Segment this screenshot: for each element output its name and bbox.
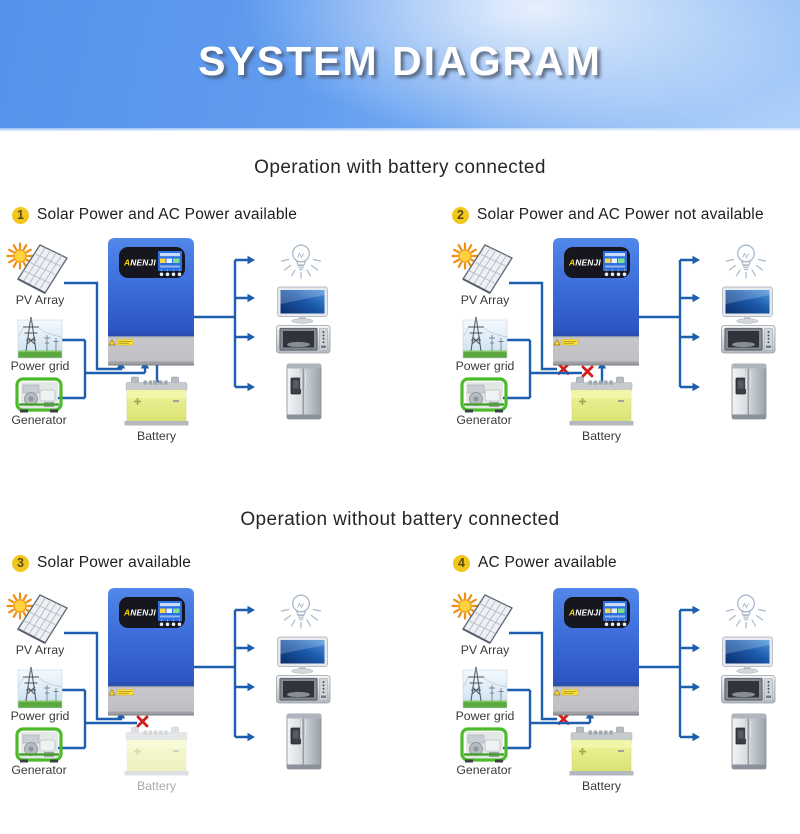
diagram-scenario-4: PV Array Power grid <box>445 582 785 802</box>
scenario-4-number-badge: 4 <box>453 554 470 572</box>
fridge-icon <box>731 363 767 420</box>
pv-array-label: PV Array <box>16 643 65 657</box>
bulb-icon <box>725 244 767 279</box>
scenario-2-number-badge: 2 <box>452 206 469 224</box>
inverter: ANENJI <box>108 588 194 716</box>
generator-label: Generator <box>11 413 66 427</box>
inverter-buttons <box>159 269 182 277</box>
inverter-display <box>157 250 183 272</box>
warning-sticker <box>553 688 579 696</box>
warning-sticker <box>108 338 134 346</box>
output-line <box>639 255 700 392</box>
output-line <box>194 255 255 392</box>
generator-icon <box>15 377 63 413</box>
output-line <box>194 605 255 742</box>
battery-label: Battery <box>137 429 177 443</box>
inverter-display <box>602 250 628 272</box>
anenji-logo: ANENJI <box>568 258 601 268</box>
output-line <box>639 605 700 742</box>
inverter: ANENJI <box>108 238 194 366</box>
generator-icon <box>15 727 63 763</box>
sun-icon <box>451 592 479 620</box>
scenario-4-title: AC Power available <box>478 554 617 571</box>
x-mark <box>581 365 594 378</box>
diagram-scenario-3: PV Array Power grid <box>0 582 340 802</box>
bulb-icon <box>280 244 322 279</box>
tv-icon <box>277 286 328 324</box>
scenario-4-heading: 4 AC Power available <box>453 553 617 573</box>
inverter-display <box>157 600 183 622</box>
power-grid-label: Power grid <box>456 359 515 373</box>
solar-panel-icon <box>462 594 513 644</box>
microwave-icon <box>276 325 331 354</box>
anenji-logo: ANENJI <box>123 258 156 268</box>
solar-panel-icon <box>462 244 513 294</box>
inverter: ANENJI <box>553 238 639 366</box>
bulb-icon <box>725 594 767 629</box>
solar-panel-icon <box>17 594 68 644</box>
solar-panel-icon <box>17 244 68 294</box>
fridge-icon <box>286 713 322 770</box>
microwave-icon <box>721 325 776 354</box>
diagram-scenario-2: PV Array Power grid <box>445 232 785 452</box>
fridge-icon <box>286 363 322 420</box>
banner: SYSTEM DIAGRAM <box>0 0 800 132</box>
power-grid-image <box>462 316 508 359</box>
scenario-1-number-badge: 1 <box>12 206 29 224</box>
inverter: ANENJI <box>553 588 639 716</box>
generator-label: Generator <box>11 763 66 777</box>
tv-icon <box>722 286 773 324</box>
scenario-1-title: Solar Power and AC Power available <box>37 206 298 223</box>
scenario-3-number-badge: 3 <box>12 554 29 572</box>
tv-icon <box>277 636 328 674</box>
section-title-with-battery: Operation with battery connected <box>254 157 546 178</box>
warning-sticker <box>553 338 579 346</box>
generator-label: Generator <box>456 413 511 427</box>
scenario-2-heading: 2 Solar Power and AC Power not available <box>452 205 764 225</box>
fridge-icon <box>731 713 767 770</box>
section-title-without-battery: Operation without battery connected <box>240 509 560 530</box>
battery <box>569 376 634 426</box>
pv-array-label: PV Array <box>461 643 510 657</box>
pv-array-label: PV Array <box>461 293 510 307</box>
battery <box>569 726 634 776</box>
bulb-icon <box>280 594 322 629</box>
battery <box>124 726 189 776</box>
scenario-3-title: Solar Power available <box>37 554 192 571</box>
power-grid-image <box>17 316 63 359</box>
power-grid-label: Power grid <box>11 359 70 373</box>
power-grid-image <box>462 666 508 709</box>
microwave-icon <box>276 675 331 704</box>
x-mark <box>136 715 149 728</box>
inverter-buttons <box>604 619 627 627</box>
diagram-scenario-1: PV Array Power grid <box>0 232 340 452</box>
power-grid-label: Power grid <box>456 709 515 723</box>
microwave-icon <box>721 675 776 704</box>
scenario-2-title: Solar Power and AC Power not available <box>477 206 764 223</box>
inverter-display <box>602 600 628 622</box>
battery-label: Battery <box>137 779 177 793</box>
anenji-logo: ANENJI <box>123 608 156 618</box>
scenario-1-heading: 1 Solar Power and AC Power available <box>12 205 297 225</box>
inverter-buttons <box>159 619 182 627</box>
battery-label: Battery <box>582 779 622 793</box>
generator-icon <box>460 377 508 413</box>
pv-array-label: PV Array <box>16 293 65 307</box>
generator-icon <box>460 727 508 763</box>
page-title: SYSTEM DIAGRAM <box>198 38 602 84</box>
anenji-logo: ANENJI <box>568 608 601 618</box>
grid-line <box>58 688 149 750</box>
warning-sticker <box>108 688 134 696</box>
generator-label: Generator <box>456 763 511 777</box>
battery-label: Battery <box>582 429 622 443</box>
inverter-buttons <box>604 269 627 277</box>
tv-icon <box>722 636 773 674</box>
scenario-3-heading: 3 Solar Power available <box>12 553 191 573</box>
power-grid-label: Power grid <box>11 709 70 723</box>
power-grid-image <box>17 666 63 709</box>
sun-icon <box>451 242 479 270</box>
battery <box>124 376 189 426</box>
grid-line <box>503 338 594 400</box>
